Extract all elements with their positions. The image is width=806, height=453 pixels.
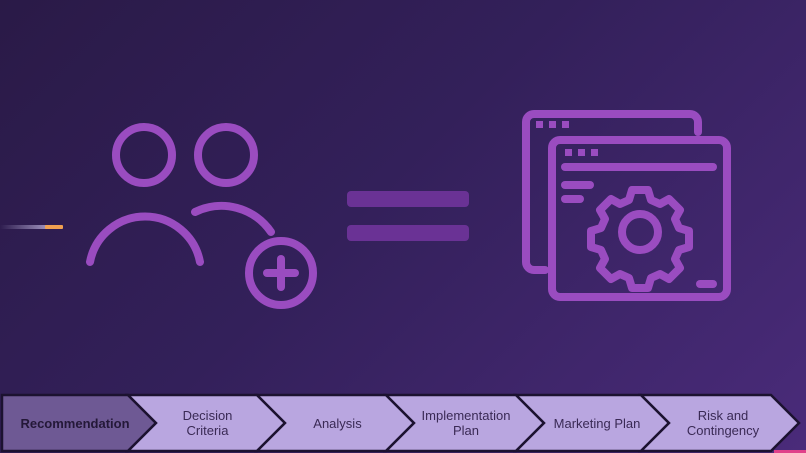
step-analysis[interactable]: Analysis — [313, 415, 362, 431]
add-user-group-icon — [86, 123, 317, 309]
equals-icon — [347, 191, 469, 243]
marker-trail — [0, 225, 46, 229]
accent-bar — [774, 450, 806, 453]
process-bar — [0, 393, 801, 453]
step-recommendation[interactable]: Recommendation — [20, 415, 130, 431]
step-shape-risk-contingency — [637, 393, 801, 453]
step-decision-criteria[interactable]: Decision Criteria — [182, 408, 233, 438]
marker-head — [45, 225, 63, 229]
step-implementation-plan[interactable]: Implementation Plan — [421, 408, 511, 438]
settings-window-icon — [522, 110, 731, 301]
progress-marker — [0, 225, 64, 229]
step-risk-contingency[interactable]: Risk and Contingency — [686, 408, 760, 438]
step-marketing-plan[interactable]: Marketing Plan — [553, 415, 641, 431]
